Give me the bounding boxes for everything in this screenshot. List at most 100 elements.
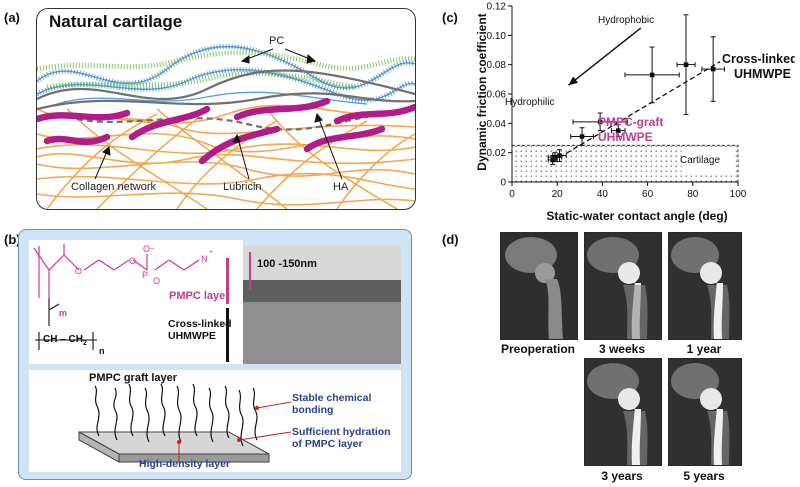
lubricin-label: Lubricin xyxy=(223,181,262,193)
data-point xyxy=(710,66,716,72)
panel-a-cartilage-illustration: Natural cartilage PC Collagen network Lu… xyxy=(36,8,416,210)
pc-label: PC xyxy=(269,35,285,47)
svg-text:–: – xyxy=(150,245,154,252)
graft-layer-title: PMPC graft layer xyxy=(89,372,178,384)
xray-1-year xyxy=(668,232,742,340)
tem-micrograph: 100 -150nm xyxy=(243,246,401,364)
y-tick-label: 0.04 xyxy=(487,119,507,130)
svg-text:O: O xyxy=(143,244,150,254)
panel-b-label: (b) xyxy=(4,232,21,247)
stable-line2: bonding xyxy=(292,404,334,416)
xray-3-weeks-drawing xyxy=(585,233,661,339)
crosslinked-line2: UHMWPE xyxy=(168,330,216,342)
caption-preoperation: Preoperation xyxy=(500,342,575,356)
data-point xyxy=(552,154,558,160)
svg-text:N: N xyxy=(201,254,208,264)
pmpc-graft-label-line1: PMPC-graft xyxy=(598,115,663,129)
x-tick-label: 100 xyxy=(730,189,747,200)
ha-label: HA xyxy=(333,181,349,193)
y-tick-label: 0.06 xyxy=(487,90,507,101)
subscript-n: n xyxy=(99,346,105,356)
xray-5-years xyxy=(668,358,742,466)
hydrophilic-label: Hydrophilic xyxy=(505,97,554,108)
backbone-formula: CH – CH2 xyxy=(43,334,87,347)
stable-line1: Stable chemical xyxy=(292,392,372,404)
crosslinked-line1: Cross-linked xyxy=(168,318,232,330)
pmpc-layer-bracket xyxy=(226,258,229,304)
pmpc-graft-label-line2: UHMWPE xyxy=(598,130,653,144)
high-density-label: High-density layer xyxy=(139,458,231,470)
graft-drawing xyxy=(78,383,292,463)
backbone-text: CH – CH xyxy=(43,334,84,345)
tem-substrate xyxy=(243,302,401,364)
caption-1-year: 1 year xyxy=(686,342,722,356)
cartilage-drawing xyxy=(37,44,415,209)
panel-a-title: Natural cartilage xyxy=(49,12,183,31)
hydrophilic-arrow-head xyxy=(568,76,579,86)
tem-scale-bar xyxy=(249,252,251,290)
xray-3-years-drawing xyxy=(585,359,661,465)
y-tick-label: 0 xyxy=(500,178,506,189)
data-point xyxy=(615,128,621,133)
data-point xyxy=(597,119,603,125)
hydration-label: Sufficient hydration of PMPC layer xyxy=(292,426,391,450)
cartilage-region-layer xyxy=(511,144,739,183)
data-point xyxy=(557,153,562,158)
x-tick-label: 20 xyxy=(552,189,564,200)
chemical-structure-box: O O O – P O N + m CH – CH2 n PMPC layer xyxy=(29,240,243,364)
uhmwpe-bracket xyxy=(226,308,229,362)
ha-chains xyxy=(37,69,415,131)
panel-a-label: (a) xyxy=(4,10,20,25)
stable-bonding-label: Stable chemical bonding xyxy=(292,392,371,416)
collagen-fibers xyxy=(37,104,415,209)
crosslinked-uhmwpe-label: Cross-linked UHMWPE xyxy=(168,318,232,342)
data-point xyxy=(550,157,555,163)
data-point xyxy=(579,134,585,139)
backbone-subscript: 2 xyxy=(83,340,87,347)
pointer-dots xyxy=(177,406,259,444)
subscript-m: m xyxy=(59,308,68,318)
caption-3-weeks: 3 weeks xyxy=(598,342,646,356)
cartilage-region-label: Cartilage xyxy=(680,155,720,166)
pc-brush-blue-dense xyxy=(37,44,415,103)
xray-preoperation xyxy=(500,232,578,340)
data-points-layer xyxy=(547,14,725,165)
tem-pmpc-band xyxy=(243,280,401,302)
x-tick-label: 0 xyxy=(509,189,515,200)
y-tick-label: 0.12 xyxy=(487,2,507,13)
svg-text:P: P xyxy=(142,270,148,280)
x-tick-label: 80 xyxy=(687,189,699,200)
x-tick-label: 60 xyxy=(642,189,654,200)
pc-brush-blue xyxy=(37,45,415,105)
caption-3-years: 3 years xyxy=(601,469,643,483)
xray-1-year-drawing xyxy=(669,233,741,339)
hydration-line2: of PMPC layer xyxy=(292,438,363,450)
panel-b-pmpc-illustration: O O O – P O N + m CH – CH2 n PMPC layer xyxy=(18,229,412,480)
hydrophobic-label: Hydrophobic xyxy=(598,15,654,26)
cartilage-label-backdrop xyxy=(681,148,736,174)
chart-ylabel: Dynamic friction coefficient xyxy=(475,13,489,170)
pmpc-structure: O O O – P O N + xyxy=(33,244,213,350)
xray-5-years-drawing xyxy=(669,359,741,465)
pc-brush-green xyxy=(37,50,415,90)
graft-layer-diagram: PMPC graft layer Stable chemical bonding… xyxy=(29,370,401,472)
annotation-arrows xyxy=(94,48,343,180)
panel-c-label: (c) xyxy=(442,10,458,25)
svg-text:+: + xyxy=(209,249,213,256)
panel-d-label: (d) xyxy=(442,232,459,247)
xray-preoperation-drawing xyxy=(501,233,577,339)
data-point xyxy=(649,72,655,78)
y-tick-label: 0.10 xyxy=(487,31,507,42)
data-point xyxy=(683,62,689,67)
y-tick-label: 0.08 xyxy=(487,60,507,71)
hydration-line1: Sufficient hydration xyxy=(292,426,391,438)
pointer-lines xyxy=(178,401,292,462)
xray-3-years xyxy=(584,358,662,466)
polymer-chains xyxy=(94,383,258,447)
svg-text:O: O xyxy=(75,266,82,276)
thickness-label: 100 -150nm xyxy=(257,258,317,270)
svg-text:O: O xyxy=(129,256,136,266)
crosslinked-label-line2: UHMWPE xyxy=(734,67,791,81)
